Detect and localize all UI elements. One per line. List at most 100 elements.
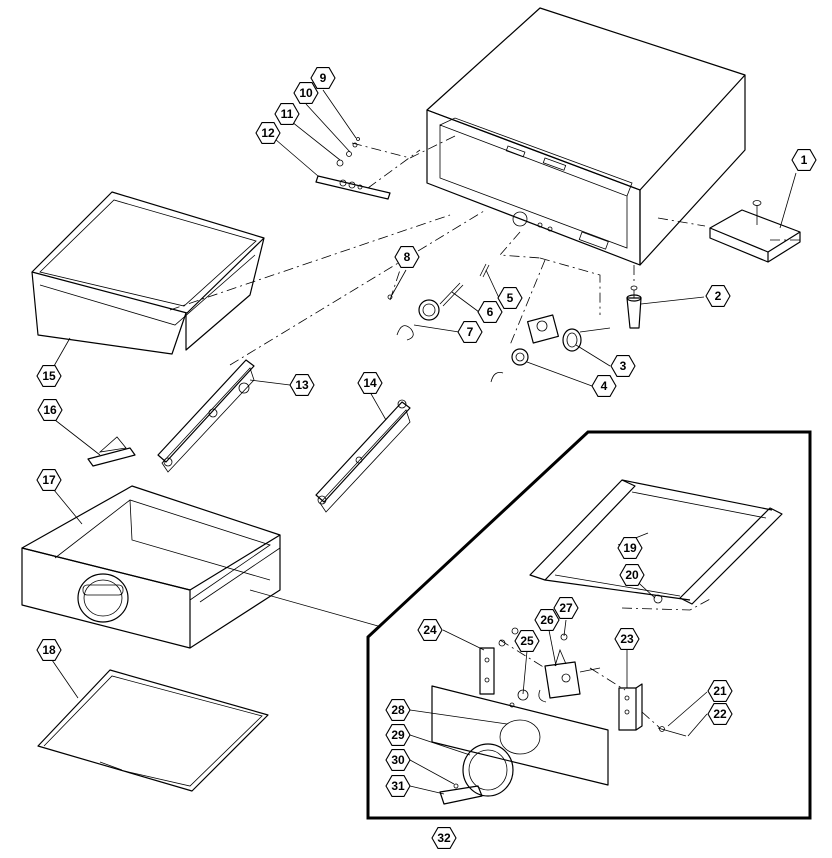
callout-number: 17 <box>42 473 56 487</box>
callout-number: 6 <box>487 305 494 319</box>
callout-number: 26 <box>540 613 554 627</box>
callout-number: 19 <box>623 541 637 555</box>
callout-number: 23 <box>620 632 634 646</box>
inset-link-line <box>249 589 379 627</box>
callout-number: 12 <box>261 126 275 140</box>
inset-assembly-line-a <box>499 639 546 669</box>
callout-hexagon <box>477 301 503 323</box>
rear-bracket <box>709 200 801 263</box>
callout-hexagon <box>707 680 733 702</box>
detail-inset <box>366 430 812 820</box>
callout-hexagon <box>457 321 483 343</box>
callout-hexagon <box>417 619 443 641</box>
callout-hexagon <box>617 537 643 559</box>
inset-assembly-line-d <box>641 711 661 729</box>
callout-number: 28 <box>391 703 405 717</box>
callout-hexagon <box>357 372 383 394</box>
drawer-stop-clip <box>87 436 136 467</box>
callout-number: 13 <box>295 378 309 392</box>
callout-19: 19 <box>617 537 643 559</box>
callout-30: 30 <box>385 749 411 771</box>
callout-14: 14 <box>357 372 383 394</box>
callout-15: 15 <box>36 365 62 387</box>
leader-lines <box>51 89 797 795</box>
callout-hexagon <box>293 82 319 104</box>
drawer-housing <box>426 7 746 266</box>
callout-hexagon <box>385 724 411 746</box>
callout-27: 27 <box>553 597 579 619</box>
callout-hexagon <box>36 365 62 387</box>
callout-32: 32 <box>431 827 457 849</box>
callout-hexagon <box>36 639 62 661</box>
callout-number: 10 <box>299 86 313 100</box>
callout-hexagon <box>255 122 281 144</box>
callout-number: 7 <box>467 325 474 339</box>
handle-ring <box>439 743 514 805</box>
callout-5: 5 <box>497 287 523 309</box>
callout-hexagon <box>791 149 817 171</box>
right-mounting-bracket <box>618 683 687 737</box>
callout-29: 29 <box>385 724 411 746</box>
callout-number: 18 <box>42 643 56 657</box>
latch-assembly <box>538 633 601 703</box>
callout-number: 3 <box>620 359 627 373</box>
callout-number: 29 <box>391 728 405 742</box>
callout-10: 10 <box>293 82 319 104</box>
callout-28: 28 <box>385 699 411 721</box>
callout-11: 11 <box>274 103 300 125</box>
callout-31: 31 <box>385 775 411 797</box>
drawer-slide-right <box>315 399 411 513</box>
callout-number: 20 <box>625 568 639 582</box>
callout-1: 1 <box>791 149 817 171</box>
callout-hexagon <box>385 699 411 721</box>
callout-hexagon <box>514 630 540 652</box>
callout-number: 21 <box>713 684 727 698</box>
callout-hexagon <box>610 355 636 377</box>
callout-hexagon <box>385 775 411 797</box>
callout-18: 18 <box>36 639 62 661</box>
callout-hexagon <box>591 375 617 397</box>
callout-hexagon <box>534 609 560 631</box>
callout-number: 16 <box>43 403 57 417</box>
callout-hexagon <box>310 67 336 89</box>
callout-20: 20 <box>619 564 645 586</box>
callout-4: 4 <box>591 375 617 397</box>
assembly-lines-top <box>169 135 800 366</box>
callout-22: 22 <box>707 703 733 725</box>
callout-number: 5 <box>507 291 514 305</box>
callout-9: 9 <box>310 67 336 89</box>
callout-hexagon <box>394 246 420 268</box>
callout-hexagon <box>614 628 640 650</box>
callout-number: 11 <box>281 107 294 121</box>
callout-hexagon <box>553 597 579 619</box>
callout-number: 22 <box>713 707 727 721</box>
warming-drawer <box>21 485 281 649</box>
callout-number: 1 <box>801 153 808 167</box>
callout-hexagon <box>431 827 457 849</box>
callout-number: 25 <box>520 634 534 648</box>
callout-number: 8 <box>404 250 411 264</box>
callout-21: 21 <box>707 680 733 702</box>
callout-number: 24 <box>423 623 437 637</box>
callout-12: 12 <box>255 122 281 144</box>
callout-25: 25 <box>514 630 540 652</box>
callout-hexagon <box>289 374 315 396</box>
callout-3: 3 <box>610 355 636 377</box>
callout-number: 2 <box>715 289 722 303</box>
drawer-frame <box>529 479 783 605</box>
callout-2: 2 <box>705 285 731 307</box>
inset-assembly-line-b <box>621 597 713 611</box>
callout-number: 9 <box>320 71 327 85</box>
drawer-front-panel <box>431 685 609 786</box>
callout-hexagon <box>36 469 62 491</box>
leveling-foot <box>626 285 642 329</box>
left-mounting-bracket <box>479 627 519 695</box>
callout-8: 8 <box>394 246 420 268</box>
callout-6: 6 <box>477 301 503 323</box>
callout-24: 24 <box>417 619 443 641</box>
callout-hexagon <box>619 564 645 586</box>
callout-13: 13 <box>289 374 315 396</box>
callout-hexagon <box>705 285 731 307</box>
